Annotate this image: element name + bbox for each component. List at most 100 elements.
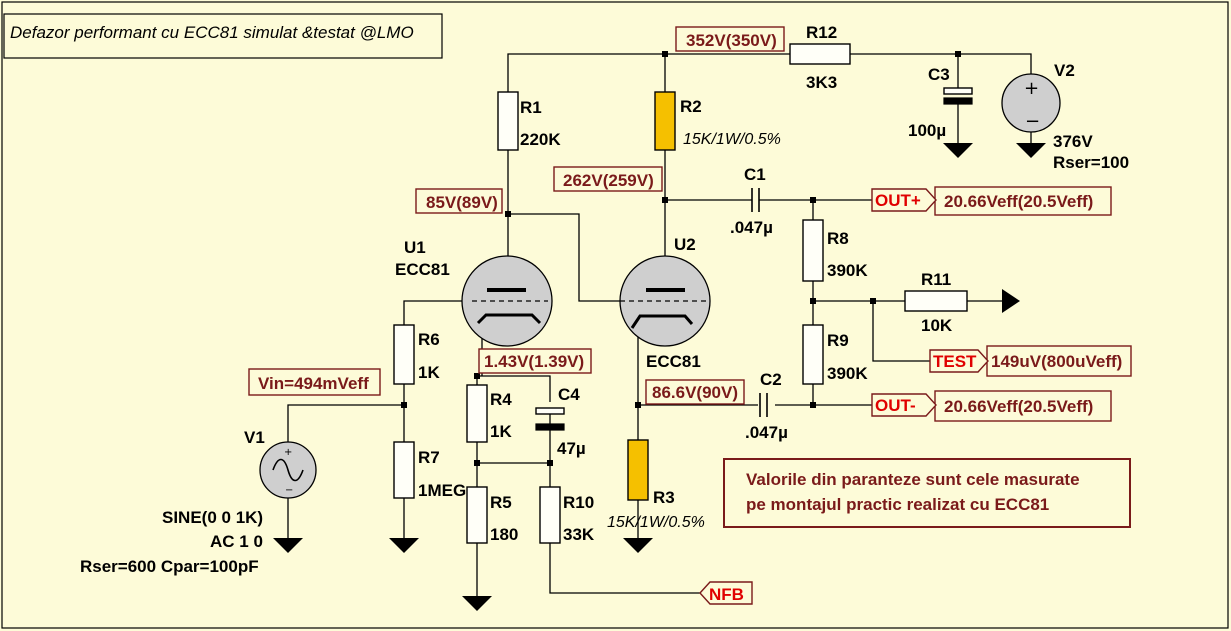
r2-value: 15K/1W/0.5% — [683, 131, 781, 148]
svg-text:−: − — [285, 485, 293, 496]
source-v2: + − — [1001, 73, 1061, 133]
v1-line2: AC 1 0 — [210, 532, 263, 551]
r11-ref: R11 — [921, 270, 951, 289]
u1-anode-voltage-box — [415, 188, 503, 214]
r8-ref: R8 — [827, 229, 849, 248]
out-plus-port — [871, 188, 937, 212]
wires — [287, 53, 1032, 596]
r2-body — [654, 91, 676, 151]
c1-symbol — [751, 188, 760, 212]
r10-body — [539, 486, 561, 544]
u2-cathode-voltage-box — [645, 379, 745, 405]
nfb-port — [699, 581, 753, 605]
r3-body — [627, 439, 649, 501]
r4-ref: R4 — [490, 390, 512, 409]
r6-ref: R6 — [418, 330, 440, 349]
c2-ref: C2 — [760, 370, 782, 389]
test-value: 149uV(800uVeff) — [991, 352, 1122, 371]
c4-ref: C4 — [558, 385, 580, 404]
r5-ref: R5 — [490, 493, 512, 512]
junctions — [401, 51, 961, 466]
u2-anode-voltage: 262V(259V) — [563, 171, 654, 190]
r1-body — [497, 91, 519, 151]
v2-ref: V2 — [1054, 61, 1075, 80]
svg-text:−: − — [1025, 111, 1040, 132]
vin-label: Vin=494mVeff — [258, 374, 369, 393]
r7-value: 1MEG — [418, 481, 466, 500]
r10-value: 33K — [563, 525, 595, 544]
v2-line1: 376V — [1053, 132, 1093, 151]
vin-box — [248, 368, 381, 396]
test-port-label: TEST — [933, 352, 977, 371]
c2-symbol — [759, 393, 768, 417]
c3-ref: C3 — [928, 65, 950, 84]
out-minus-value-box — [934, 390, 1112, 422]
test-value-box — [986, 345, 1132, 377]
r1-value: 220K — [520, 130, 561, 149]
r3-value: 15K/1W/0.5% — [607, 514, 705, 531]
r4-body — [466, 384, 488, 443]
ground-symbols — [273, 143, 1046, 611]
r6-value: 1K — [418, 363, 440, 382]
title-box — [3, 13, 443, 59]
u2-value: ECC81 — [646, 352, 701, 371]
u2-anode-voltage-box — [553, 166, 663, 192]
r9-value: 390K — [827, 364, 868, 383]
r12-ref: R12 — [806, 23, 837, 42]
v2-line2: Rser=100 — [1053, 153, 1129, 172]
v1-line3: Rser=600 Cpar=100pF — [80, 557, 259, 576]
out-minus-value: 20.66Veff(20.5Veff) — [944, 397, 1093, 416]
v1-ref: V1 — [244, 428, 265, 447]
r4-value: 1K — [490, 422, 512, 441]
out-minus-port-label: OUT- — [875, 396, 916, 415]
nfb-port-label: NFB — [709, 585, 744, 604]
out-plus-value: 20.66Veff(20.5Veff) — [944, 192, 1093, 211]
r2-ref: R2 — [680, 97, 702, 116]
note-line1: Valorile din paranteze sunt cele masurat… — [746, 470, 1080, 489]
out-plus-port-label: OUT+ — [875, 191, 921, 210]
u1-value: ECC81 — [395, 260, 450, 279]
note-box — [723, 458, 1131, 528]
c1-ref: C1 — [744, 165, 766, 184]
note-line2: pe montajul practic realizat cu ECC81 — [746, 495, 1049, 514]
tube-u1 — [461, 255, 553, 347]
tube-u2 — [619, 255, 711, 347]
out-minus-port — [871, 393, 937, 417]
c4-value: 47µ — [557, 439, 586, 458]
r9-ref: R9 — [827, 331, 849, 350]
v1-line1: SINE(0 0 1K) — [162, 508, 263, 527]
u2-ref: U2 — [674, 235, 696, 254]
u2-cathode-voltage: 86.6V(90V) — [652, 383, 738, 402]
c1-value: .047µ — [730, 218, 773, 237]
u1-anode-voltage: 85V(89V) — [426, 193, 498, 212]
supply-voltage: 352V(350V) — [686, 31, 777, 50]
r11-value: 10K — [921, 316, 953, 335]
supply-voltage-box — [675, 26, 785, 52]
u1-cathode-voltage: 1.43V(1.39V) — [484, 352, 584, 371]
r9-body — [802, 324, 824, 385]
svg-text:+: + — [284, 447, 292, 458]
u1-ref: U1 — [404, 238, 426, 257]
r8-value: 390K — [827, 261, 868, 280]
r1-ref: R1 — [520, 98, 542, 117]
c3-value: 100µ — [908, 121, 946, 140]
c2-value: .047µ — [745, 423, 788, 442]
c4-symbol — [535, 407, 565, 431]
r3-ref: R3 — [653, 488, 675, 507]
r5-value: 180 — [490, 525, 518, 544]
r11-body — [904, 290, 968, 312]
r12-body — [789, 43, 851, 65]
u1-cathode-voltage-box — [478, 348, 592, 374]
test-port — [929, 349, 989, 373]
r10-ref: R10 — [563, 493, 594, 512]
r8-body — [802, 219, 824, 282]
r12-value: 3K3 — [806, 73, 837, 92]
source-v1: + − — [259, 441, 317, 499]
title-text: Defazor performant cu ECC81 simulat &tes… — [10, 23, 414, 42]
r7-ref: R7 — [418, 448, 440, 467]
r6-body — [393, 324, 415, 385]
c3-symbol — [943, 87, 973, 105]
r5-body — [466, 486, 488, 544]
